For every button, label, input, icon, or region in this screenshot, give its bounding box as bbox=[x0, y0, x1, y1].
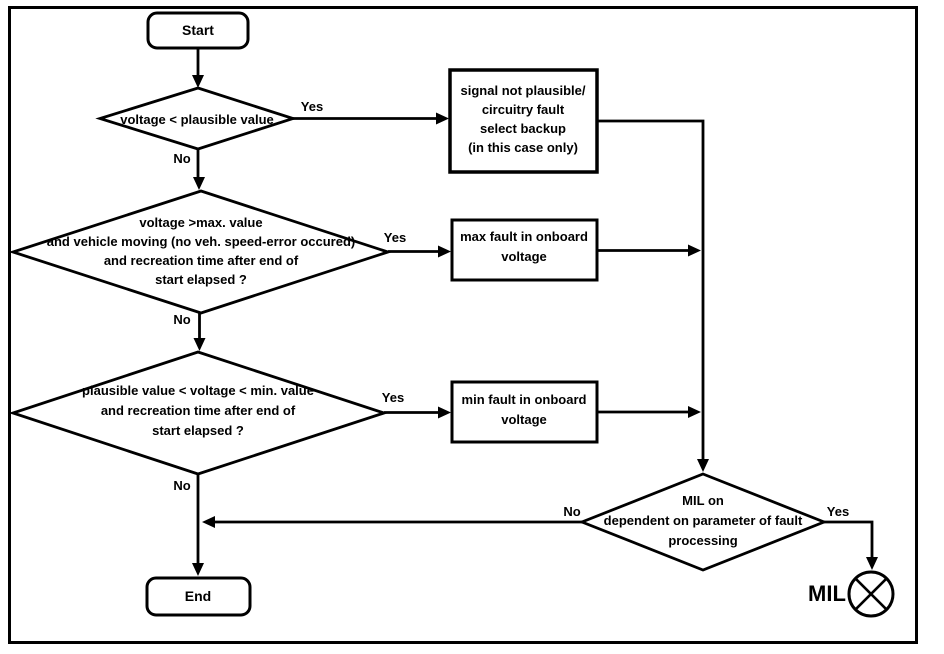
edge-label-min-no: No bbox=[173, 478, 191, 493]
process-min-fault-shape bbox=[450, 380, 599, 444]
arrowhead-right-icon bbox=[436, 112, 449, 125]
arrowhead-right-icon bbox=[688, 244, 701, 257]
mil-indicator-label: MIL bbox=[808, 581, 846, 606]
arrowhead-right-icon bbox=[688, 406, 701, 418]
edge-label-plausible-no: No bbox=[173, 151, 191, 166]
connector-mil-yes bbox=[824, 520, 874, 558]
arrowhead-down-icon bbox=[192, 75, 204, 88]
arrowhead-down-icon bbox=[697, 459, 709, 472]
decision-max-label: voltage >max. value and vehicle moving (… bbox=[46, 215, 356, 287]
decision-plausible-label: voltage < plausible value bbox=[120, 112, 274, 127]
arrowhead-down-icon bbox=[192, 563, 204, 576]
edge-label-mil-yes: Yes bbox=[826, 504, 850, 519]
edge-label-max-yes: Yes bbox=[383, 230, 407, 245]
connector-backup-to-mil bbox=[597, 119, 705, 459]
decision-max-shape bbox=[8, 189, 393, 315]
decision-mil-shape bbox=[578, 472, 828, 572]
process-max-fault-label: max fault in onboard voltage bbox=[460, 229, 588, 264]
end-node-label: End bbox=[184, 588, 212, 604]
edge-label-max-no: No bbox=[173, 312, 191, 327]
process-backup-shape bbox=[448, 68, 599, 174]
mil-lamp-cross-icon bbox=[854, 577, 888, 611]
end-node-shape bbox=[145, 576, 252, 617]
arrowhead-right-icon bbox=[438, 406, 451, 419]
edge-label-min-yes: Yes bbox=[381, 390, 405, 405]
arrowhead-right-icon bbox=[438, 245, 451, 258]
process-max-fault-shape bbox=[450, 218, 599, 282]
process-backup-label: signal not plausible/ circuitry fault se… bbox=[460, 83, 586, 155]
arrowhead-down-icon bbox=[193, 338, 206, 351]
process-min-fault-label: min fault in onboard voltage bbox=[461, 392, 587, 427]
arrowhead-down-icon bbox=[193, 177, 205, 190]
arrowhead-left-icon bbox=[202, 516, 215, 528]
edge-label-plausible-yes: Yes bbox=[300, 99, 324, 114]
decision-min-label: plausible value < voltage < min. value a… bbox=[82, 383, 314, 438]
start-node-label: Start bbox=[182, 22, 214, 38]
diagram-border bbox=[8, 6, 918, 644]
decision-mil-label: MIL on dependent on parameter of fault p… bbox=[603, 493, 803, 548]
edge-label-mil-no: No bbox=[563, 504, 581, 519]
arrowhead-down-icon bbox=[866, 557, 878, 570]
